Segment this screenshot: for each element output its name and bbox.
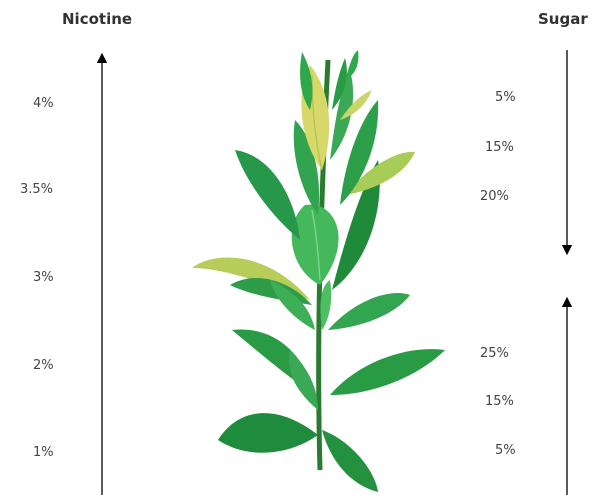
sugar-level-label: 25% xyxy=(480,346,509,361)
nicotine-level-label: 2% xyxy=(33,358,54,373)
sugar-level-label: 20% xyxy=(480,189,509,204)
nicotine-level-label: 3.5% xyxy=(20,182,53,197)
sugar-level-label: 15% xyxy=(485,140,514,155)
nicotine-level-label: 4% xyxy=(33,96,54,111)
nicotine-level-label: 3% xyxy=(33,270,54,285)
sugar-level-label: 5% xyxy=(495,90,516,105)
sugar-level-label: 5% xyxy=(495,443,516,458)
nicotine-title: Nicotine xyxy=(62,10,132,28)
nicotine-level-label: 1% xyxy=(33,445,54,460)
tobacco-plant-icon xyxy=(192,50,445,492)
sugar-level-label: 15% xyxy=(485,394,514,409)
sugar-title: Sugar xyxy=(538,10,588,28)
